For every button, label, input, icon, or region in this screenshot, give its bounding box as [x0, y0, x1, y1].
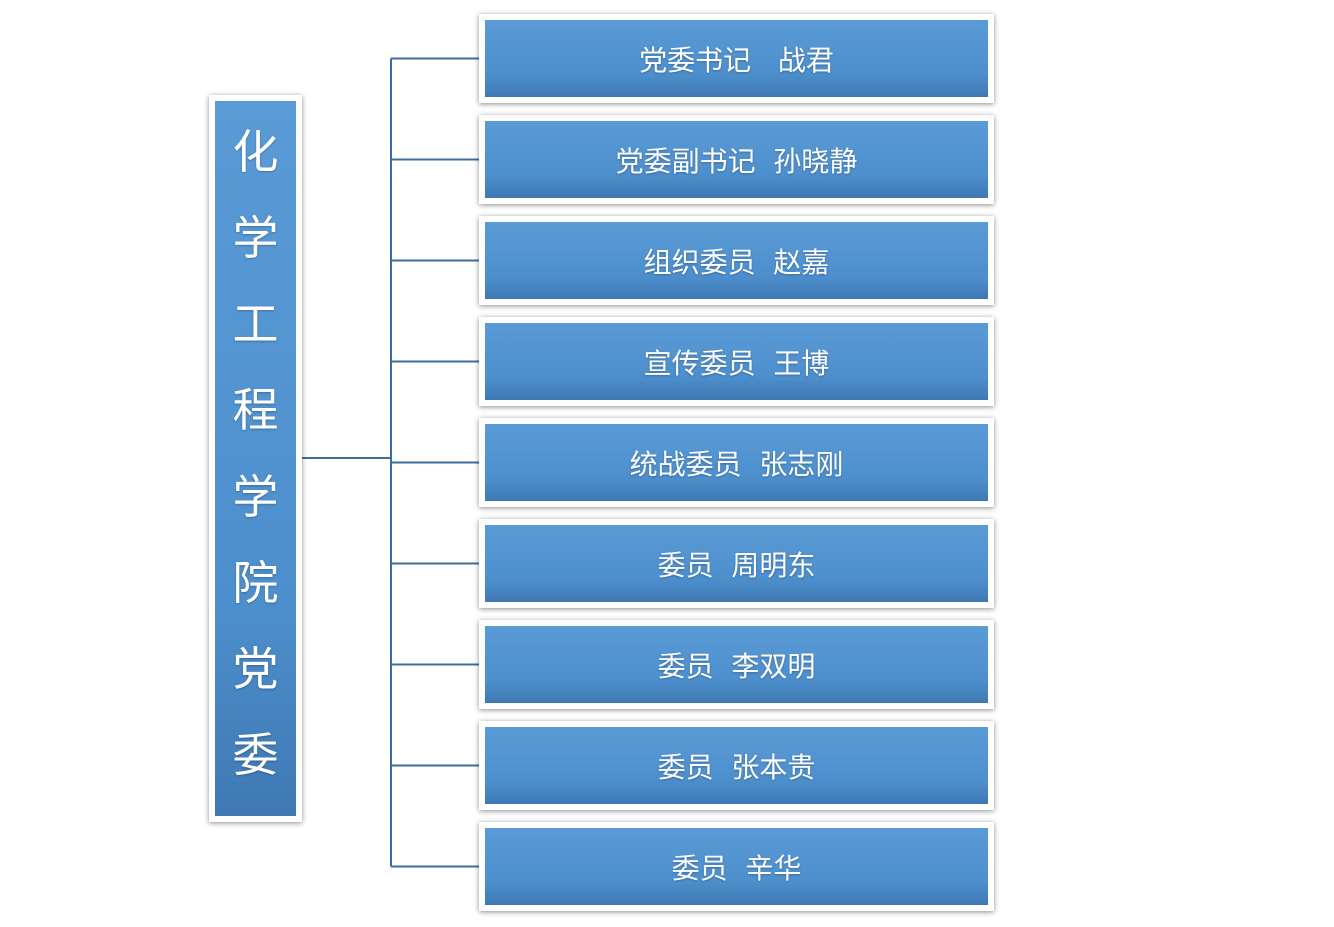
root-label-char: 院: [232, 555, 279, 610]
root-label-char: 党: [232, 641, 279, 696]
member-node: 党委副书记 孙晓静: [479, 115, 994, 204]
member-node: 委员 李双明: [479, 620, 994, 709]
member-node-label: 党委副书记 孙晓静: [615, 144, 858, 178]
member-node-label: 委员 辛华: [671, 851, 802, 885]
member-node-label: 宣传委员 王博: [643, 346, 830, 380]
root-label-char: 学: [232, 211, 279, 266]
member-node: 委员 张本贵: [479, 721, 994, 810]
member-node-label: 组织委员 赵嘉: [643, 245, 830, 279]
member-node: 组织委员 赵嘉: [479, 216, 994, 305]
member-node: 宣传委员 王博: [479, 317, 994, 406]
root-label-char: 化: [232, 125, 279, 179]
member-node-label: 委员 张本贵: [657, 750, 816, 784]
member-node-label: 委员 周明东: [657, 548, 816, 582]
member-node: 党委书记 战君: [479, 14, 994, 103]
member-node: 统战委员 张志刚: [479, 418, 994, 507]
member-node: 委员 周明东: [479, 519, 994, 608]
member-node: 委员 辛华: [479, 822, 994, 911]
root-label-char: 学: [232, 469, 279, 524]
root-label-char: 工: [232, 297, 279, 352]
root-label-char: 程: [232, 383, 279, 438]
member-node-label: 委员 李双明: [657, 649, 816, 683]
root-label-char: 委: [232, 727, 279, 782]
root-node-party-committee: 化学工程学院党委: [209, 95, 302, 822]
member-node-label: 统战委员 张志刚: [629, 447, 844, 481]
member-node-label: 党委书记 战君: [639, 43, 834, 77]
